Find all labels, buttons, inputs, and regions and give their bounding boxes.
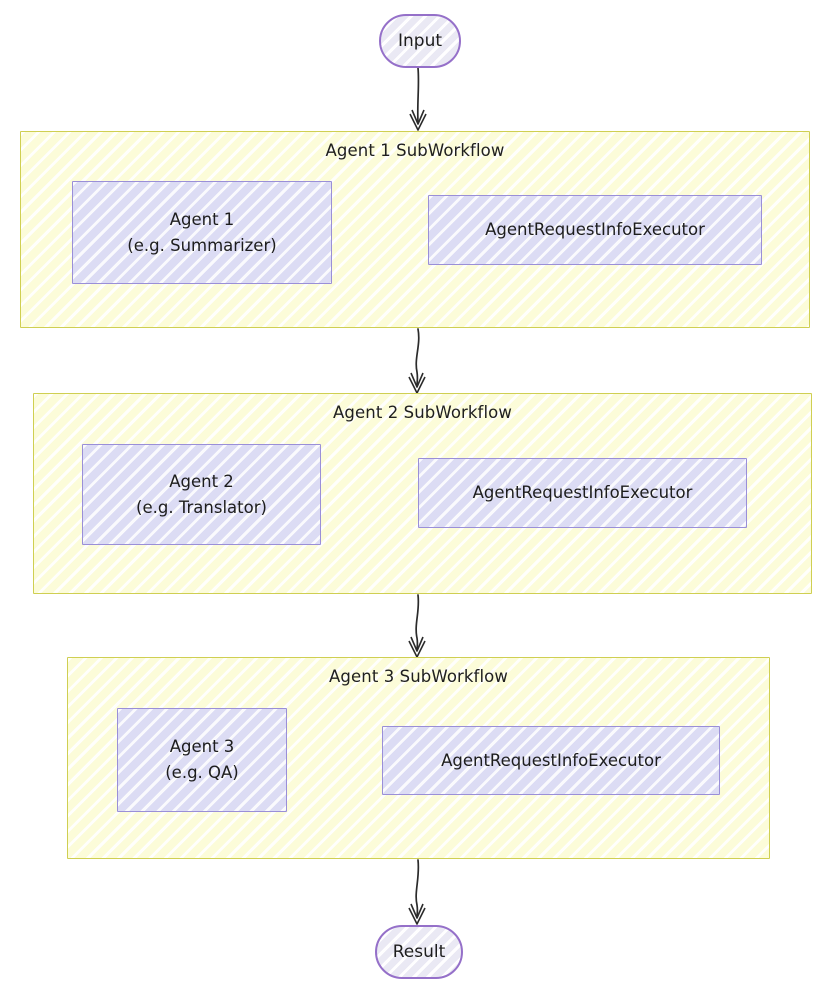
- node-executor-1-label: AgentRequestInfoExecutor: [485, 220, 705, 240]
- node-agent-request-info-executor-1[interactable]: AgentRequestInfoExecutor: [428, 195, 762, 265]
- node-agent-request-info-executor-2[interactable]: AgentRequestInfoExecutor: [418, 458, 747, 528]
- node-agent-2-line2: (e.g. Translator): [136, 497, 267, 517]
- subgraph-2-title: Agent 2 SubWorkflow: [333, 403, 512, 422]
- node-agent-2[interactable]: Agent 2 (e.g. Translator): [82, 444, 321, 545]
- node-agent-2-line1: Agent 2: [169, 471, 234, 491]
- node-agent-3-line2: (e.g. QA): [165, 763, 239, 782]
- edge-subgraph2-to-subgraph3: [408, 594, 426, 658]
- node-agent-1-line2: (e.g. Summarizer): [127, 235, 277, 255]
- terminal-result-label: Result: [392, 942, 446, 962]
- edge-input-to-subgraph1: [409, 67, 427, 131]
- terminal-result[interactable]: Result: [375, 925, 463, 979]
- subgraph-1-title: Agent 1 SubWorkflow: [325, 141, 505, 160]
- node-agent-3[interactable]: Agent 3 (e.g. QA): [117, 708, 287, 812]
- terminal-input[interactable]: Input: [379, 14, 461, 68]
- node-agent-3-line1: Agent 3: [169, 737, 235, 757]
- node-executor-2-label: AgentRequestInfoExecutor: [472, 483, 693, 503]
- terminal-input-label: Input: [397, 31, 443, 51]
- node-agent-1[interactable]: Agent 1 (e.g. Summarizer): [72, 181, 332, 284]
- node-agent-request-info-executor-3[interactable]: AgentRequestInfoExecutor: [382, 726, 720, 795]
- edge-subgraph1-to-subgraph2: [408, 328, 426, 394]
- node-agent-1-line1: Agent 1: [169, 209, 235, 229]
- node-executor-3-label: AgentRequestInfoExecutor: [441, 750, 661, 770]
- edge-subgraph3-to-result: [408, 859, 426, 925]
- subgraph-3-title: Agent 3 SubWorkflow: [329, 667, 508, 686]
